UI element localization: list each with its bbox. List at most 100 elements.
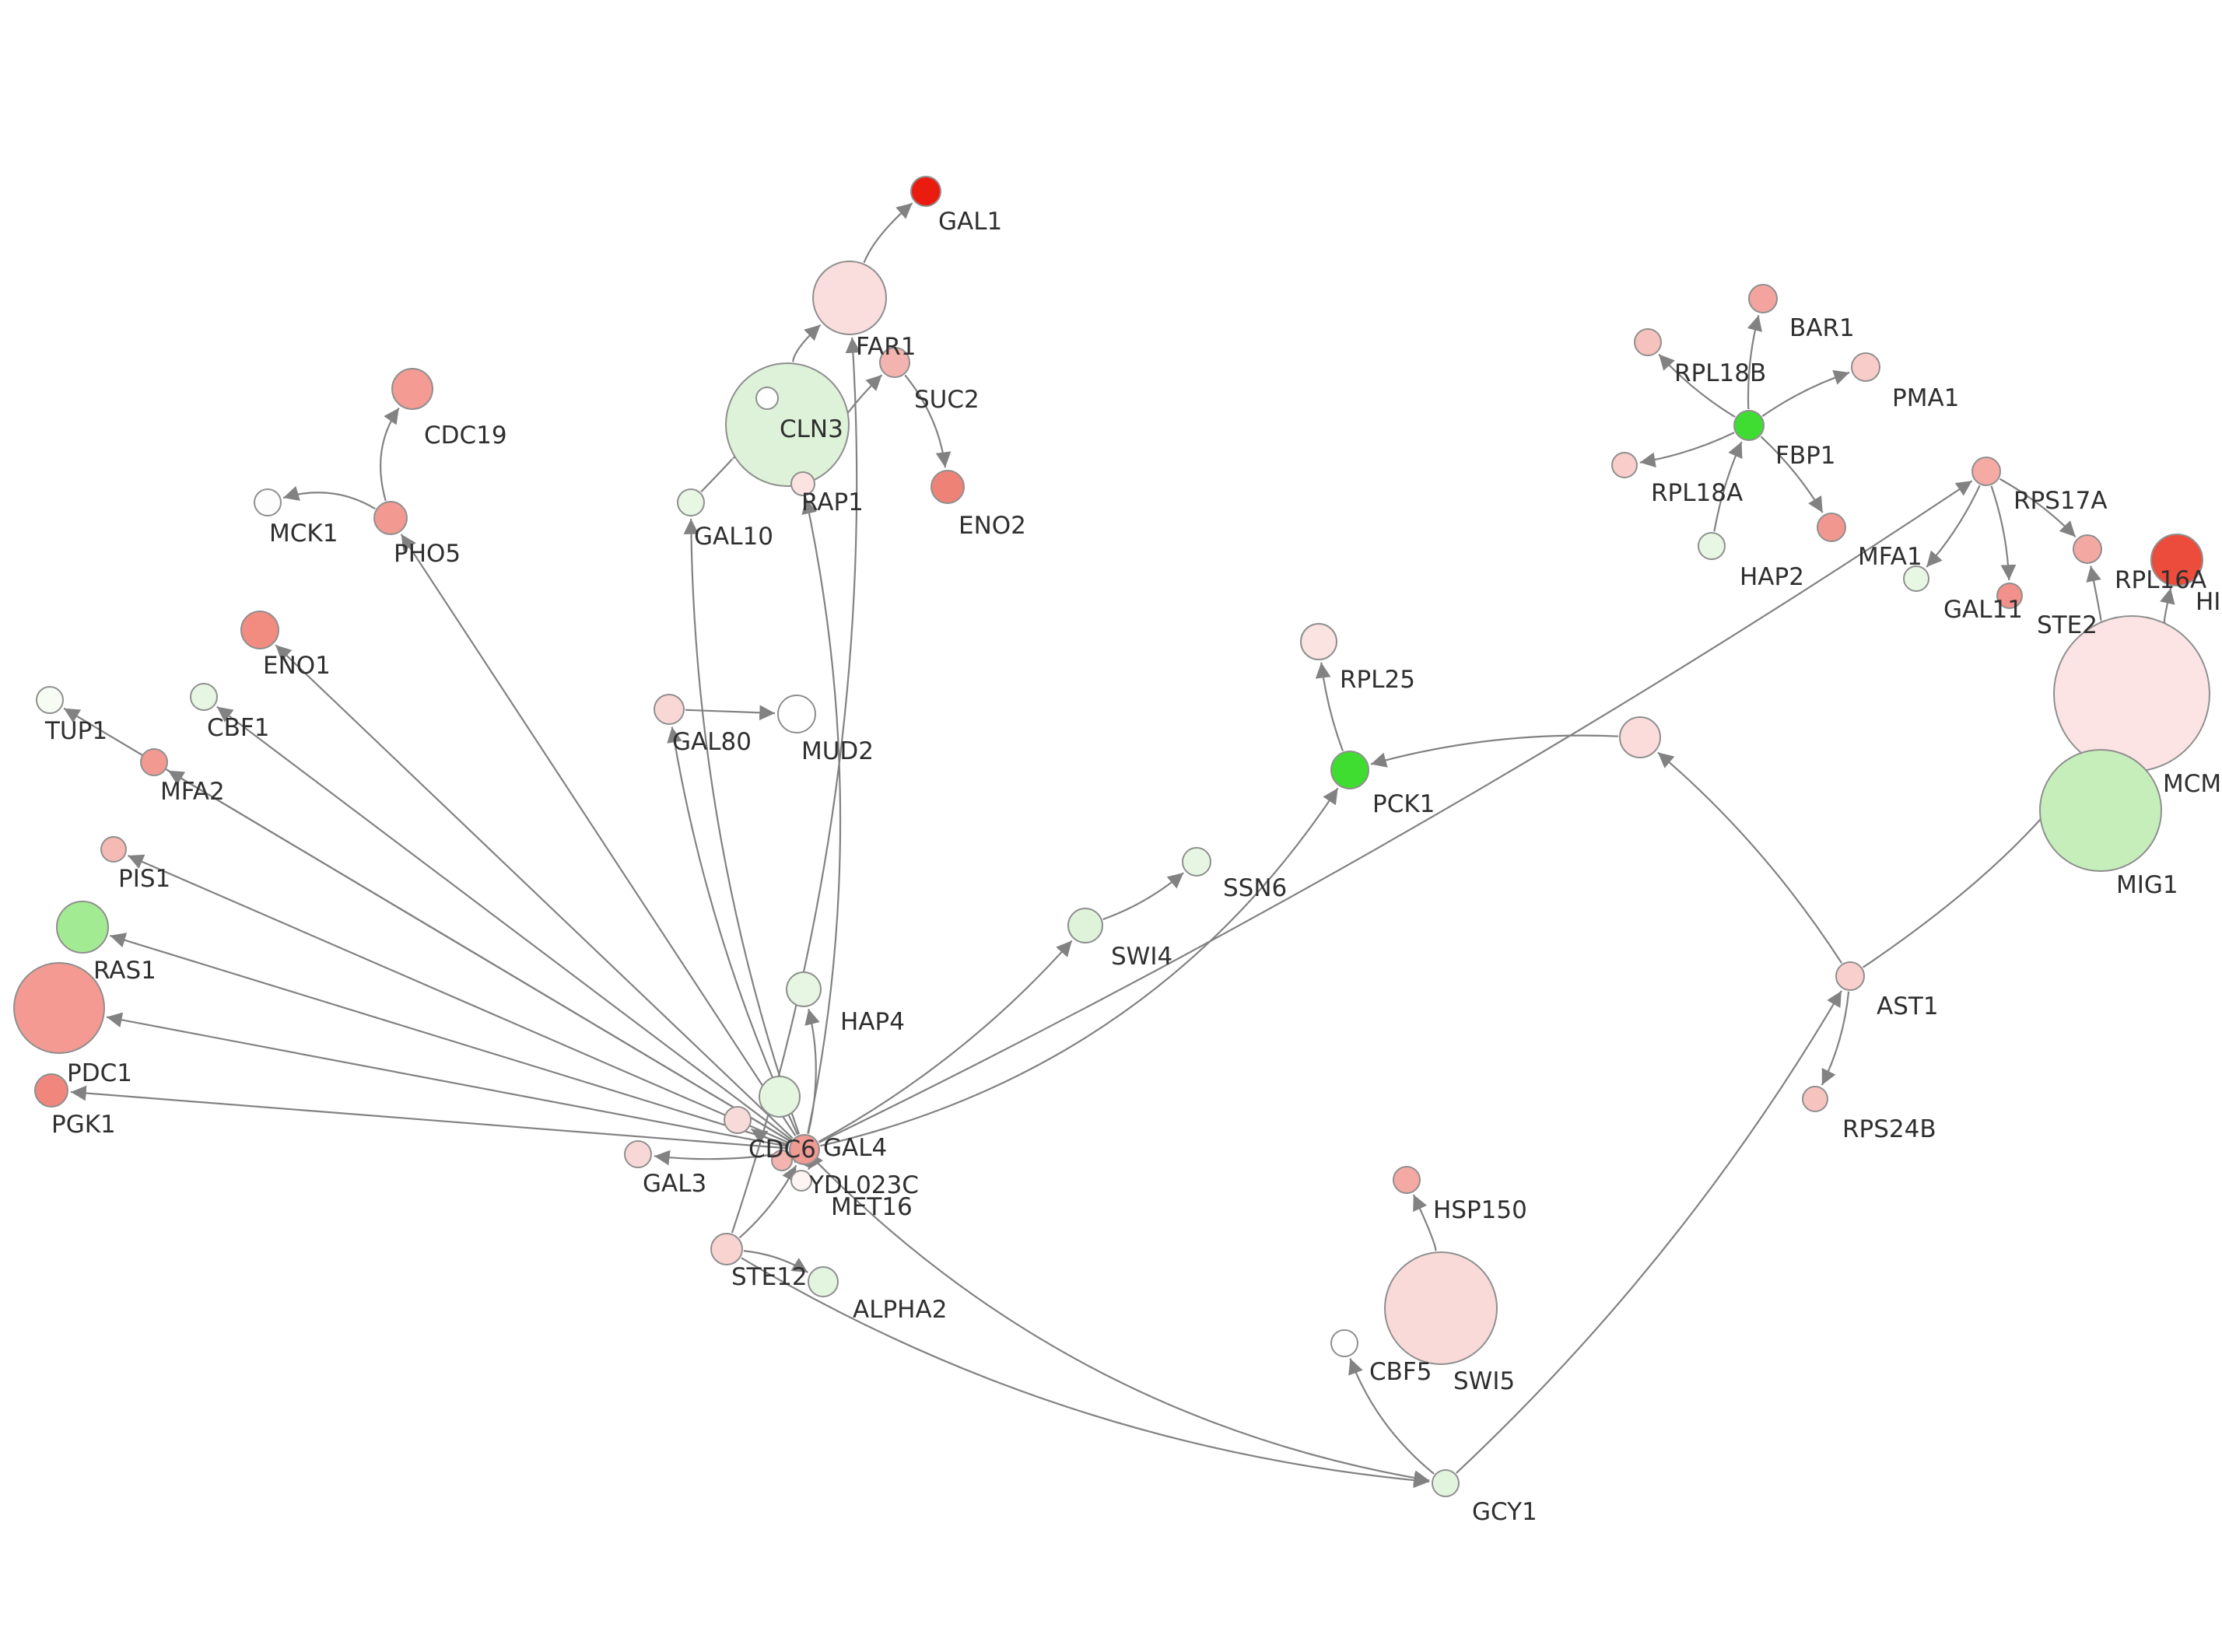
node-node-c[interactable] — [1619, 716, 1661, 758]
node-SSN6[interactable] — [1182, 847, 1211, 877]
node-ENO2[interactable] — [931, 470, 965, 504]
node-GCY1[interactable] — [1432, 1469, 1460, 1497]
node-RPL18A[interactable] — [1611, 452, 1638, 478]
edge-GAL4-RPS17A[interactable] — [818, 480, 1973, 1143]
edge-FBP1-PMA1[interactable] — [1761, 369, 1850, 417]
node-YDL023C[interactable] — [771, 1150, 793, 1171]
edge-GAL4-CBF1[interactable] — [216, 705, 792, 1141]
edge-GAL4-PIS1[interactable] — [127, 854, 790, 1144]
node-MUD2[interactable] — [777, 695, 816, 733]
node-GAL4[interactable] — [789, 1134, 820, 1165]
edge-GAL4-ENO1[interactable] — [275, 644, 794, 1139]
edge-RPS17A-RPL16A[interactable] — [1999, 478, 2077, 537]
node-BAR1[interactable] — [1748, 284, 1778, 313]
node-label-TUP1: TUP1 — [44, 717, 107, 745]
node-RPS24B[interactable] — [1802, 1086, 1828, 1112]
edge-GAL4-PHO5[interactable] — [400, 534, 797, 1137]
edge-SUC2-ENO2[interactable] — [904, 374, 952, 468]
node-PMA1[interactable] — [1851, 352, 1880, 382]
node-STE12[interactable] — [710, 1233, 743, 1265]
edge-RPS17A-GAL11[interactable] — [1926, 485, 1981, 568]
node-CBF1[interactable] — [190, 683, 218, 711]
node-RAS1[interactable] — [56, 901, 109, 954]
edge-SWI4-SSN6[interactable] — [1102, 872, 1184, 921]
node-CBF5[interactable] — [1330, 1329, 1358, 1357]
node-PGK1[interactable] — [34, 1073, 68, 1108]
node-PDC1[interactable] — [13, 962, 105, 1054]
edge-GAL4-RAS1[interactable] — [110, 933, 790, 1146]
node-RPL18B[interactable] — [1634, 328, 1662, 356]
node-CDC19[interactable] — [391, 368, 433, 410]
node-MFA1[interactable] — [1817, 513, 1846, 542]
edge-PCK1-RPL25[interactable] — [1315, 662, 1344, 752]
node-node-b[interactable] — [759, 1076, 801, 1118]
edge-GAL4-PGK1[interactable] — [70, 1085, 789, 1150]
node-AST1[interactable] — [1835, 961, 1865, 991]
edge-GCY1-CBF5[interactable] — [1348, 1358, 1435, 1475]
edge-FBP1-BAR1[interactable] — [1747, 315, 1763, 410]
node-FAR1[interactable] — [812, 261, 887, 335]
node-SWI5[interactable] — [1384, 1251, 1498, 1365]
node-MFA2[interactable] — [140, 748, 168, 776]
edge-STE12-ALPHA2[interactable] — [743, 1250, 808, 1273]
node-STE2[interactable] — [1996, 583, 2023, 609]
edge-GAL10-CLN3[interactable] — [700, 443, 750, 493]
edge-GAL4-HAP4[interactable] — [804, 1008, 820, 1134]
node-SUC2[interactable] — [879, 347, 910, 378]
node-GAL80[interactable] — [654, 694, 685, 725]
node-ALPHA2[interactable] — [808, 1266, 839, 1297]
node-GAL11[interactable] — [1903, 565, 1929, 592]
node-MCK1[interactable] — [254, 488, 282, 516]
edge-STE12-GAL4[interactable] — [738, 1164, 797, 1239]
edge-PHO5-CDC19[interactable] — [380, 407, 400, 502]
node-ENO1[interactable] — [240, 611, 279, 649]
edge-GAL4-GCY1[interactable] — [815, 1160, 1430, 1486]
edge-STE12-GCY1[interactable] — [741, 1257, 1430, 1489]
node-RPS17A[interactable] — [1971, 457, 2001, 486]
edge-CLN3-FAR1[interactable] — [792, 324, 822, 362]
node-HSP150[interactable] — [1393, 1166, 1421, 1194]
node-MET16[interactable] — [790, 1170, 812, 1192]
node-CDC6[interactable] — [724, 1106, 752, 1134]
edge-GAL4-GAL3[interactable] — [654, 1150, 789, 1166]
edge-GCY1-AST1[interactable] — [1456, 990, 1842, 1474]
edge-FAR1-GAL1[interactable] — [863, 202, 913, 264]
node-node-a[interactable] — [755, 387, 779, 410]
edge-GAL4-SWI4[interactable] — [818, 940, 1073, 1143]
edge-GAL4-GAL10[interactable] — [683, 518, 801, 1135]
edge-FBP1-RPL18B[interactable] — [1658, 353, 1736, 418]
node-GAL1[interactable] — [910, 176, 941, 207]
edge-GAL4-MET16[interactable] — [808, 1152, 823, 1171]
node-RPL16A[interactable] — [2073, 534, 2102, 564]
edge-AST1-RPS24B[interactable] — [1821, 991, 1850, 1086]
edge-AST1-node-c[interactable] — [1657, 751, 1843, 964]
node-RAP1[interactable] — [790, 471, 815, 496]
node-FBP1[interactable] — [1733, 410, 1765, 441]
node-RPL25[interactable] — [1300, 623, 1337, 660]
node-PIS1[interactable] — [100, 836, 127, 863]
node-MIG1[interactable] — [2039, 749, 2162, 872]
edge-HAP2-FBP1[interactable] — [1713, 441, 1743, 532]
edge-RPS17A-STE2[interactable] — [1990, 485, 2017, 581]
node-HAP2[interactable] — [1698, 532, 1726, 560]
node-PCK1[interactable] — [1330, 751, 1369, 789]
edge-PHO5-MCK1[interactable] — [282, 485, 376, 510]
node-TUP1[interactable] — [36, 686, 64, 714]
edge-GAL4-PCK1[interactable] — [820, 787, 1339, 1147]
edge-GAL4-CDC6[interactable] — [750, 1128, 789, 1146]
edge-GAL4-TUP1[interactable] — [63, 707, 791, 1143]
node-MCM1[interactable] — [2053, 615, 2210, 772]
edge-FBP1-MFA1[interactable] — [1760, 436, 1824, 513]
edge-FBP1-RPL18A[interactable] — [1639, 432, 1735, 468]
edge-SWI5-HSP150[interactable] — [1412, 1194, 1437, 1251]
node-GAL10[interactable] — [677, 488, 705, 516]
edge-node-c-PCK1[interactable] — [1370, 734, 1619, 768]
edge-GAL80-MUD2[interactable] — [685, 705, 776, 721]
node-GAL3[interactable] — [624, 1140, 652, 1168]
node-HIS4[interactable] — [2150, 534, 2203, 586]
node-PHO5[interactable] — [373, 501, 408, 535]
edge-GAL4-RAP1[interactable] — [801, 498, 842, 1134]
node-SWI4[interactable] — [1067, 908, 1103, 943]
node-HAP4[interactable] — [786, 971, 822, 1007]
edge-GAL4-PDC1[interactable] — [106, 1012, 789, 1148]
